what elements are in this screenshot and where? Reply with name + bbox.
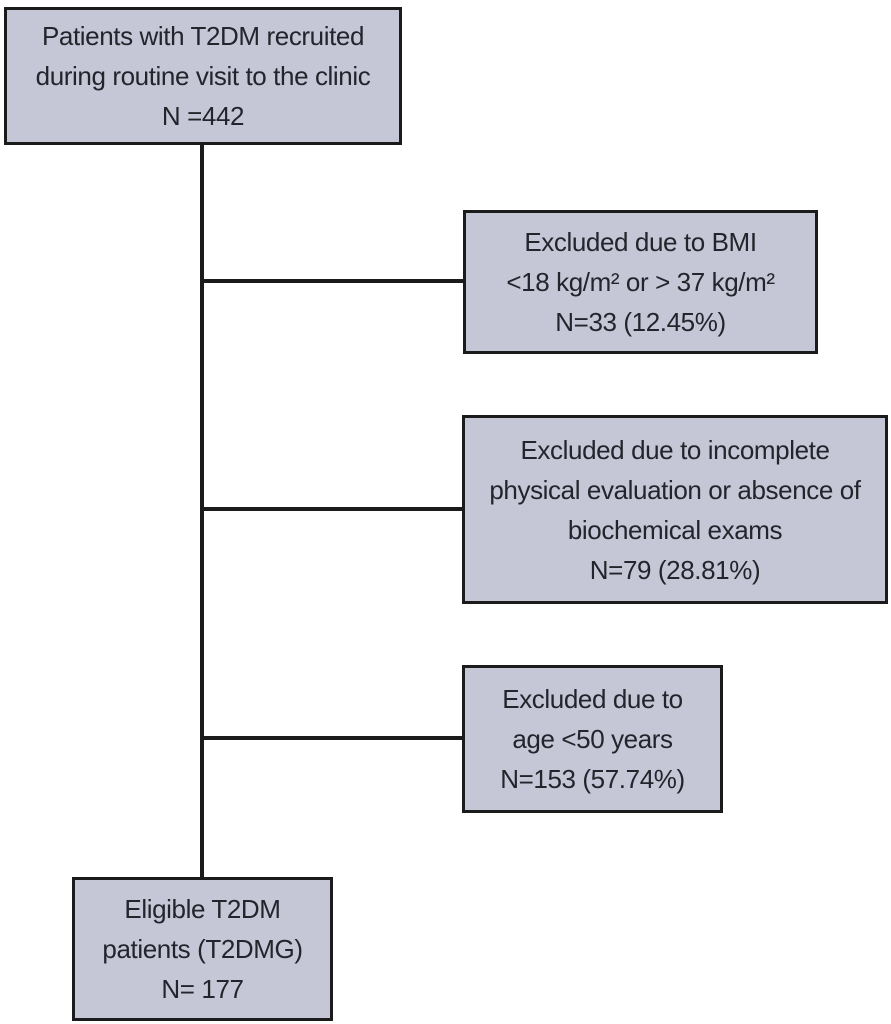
box-text-line: Excluded due to BMI: [524, 227, 757, 257]
box-text-line: <18 kg/m² or > 37 kg/m²: [506, 267, 775, 297]
box-text-line: Eligible T2DM: [124, 894, 281, 924]
box-text-line: patients (T2DMG): [102, 934, 303, 964]
box-excluded-age: Excluded due to age <50 years N=153 (57.…: [462, 665, 723, 813]
connector-branch-bmi: [204, 279, 463, 283]
box-text-line: Patients with T2DM recruited: [41, 21, 365, 51]
box-text-line: Excluded due to incomplete: [520, 434, 830, 465]
box-eligible-patients: Eligible T2DM patients (T2DMG) N= 177: [72, 877, 333, 1021]
box-excluded-bmi: Excluded due to BMI <18 kg/m² or > 37 kg…: [463, 210, 818, 354]
connector-main-vertical: [200, 145, 204, 877]
box-text-line: physical evaluation or absence of: [489, 474, 861, 505]
box-count: N= 177: [161, 974, 244, 1004]
box-count: N=79 (28.81%): [589, 554, 761, 585]
box-count: N=33 (12.45%): [555, 307, 726, 337]
box-recruited-patients: Patients with T2DM recruited during rout…: [4, 7, 402, 145]
box-count: N =442: [161, 101, 245, 131]
box-text-line: during routine visit to the clinic: [35, 61, 371, 91]
box-text-line: Excluded due to: [502, 684, 683, 714]
box-text-line: age <50 years: [512, 724, 673, 754]
connector-branch-age: [204, 736, 462, 740]
box-text-line: biochemical exams: [567, 514, 783, 545]
box-count: N=153 (57.74%): [500, 764, 685, 794]
connector-branch-exams: [204, 507, 462, 511]
box-excluded-incomplete-exams: Excluded due to incomplete physical eval…: [462, 415, 888, 604]
